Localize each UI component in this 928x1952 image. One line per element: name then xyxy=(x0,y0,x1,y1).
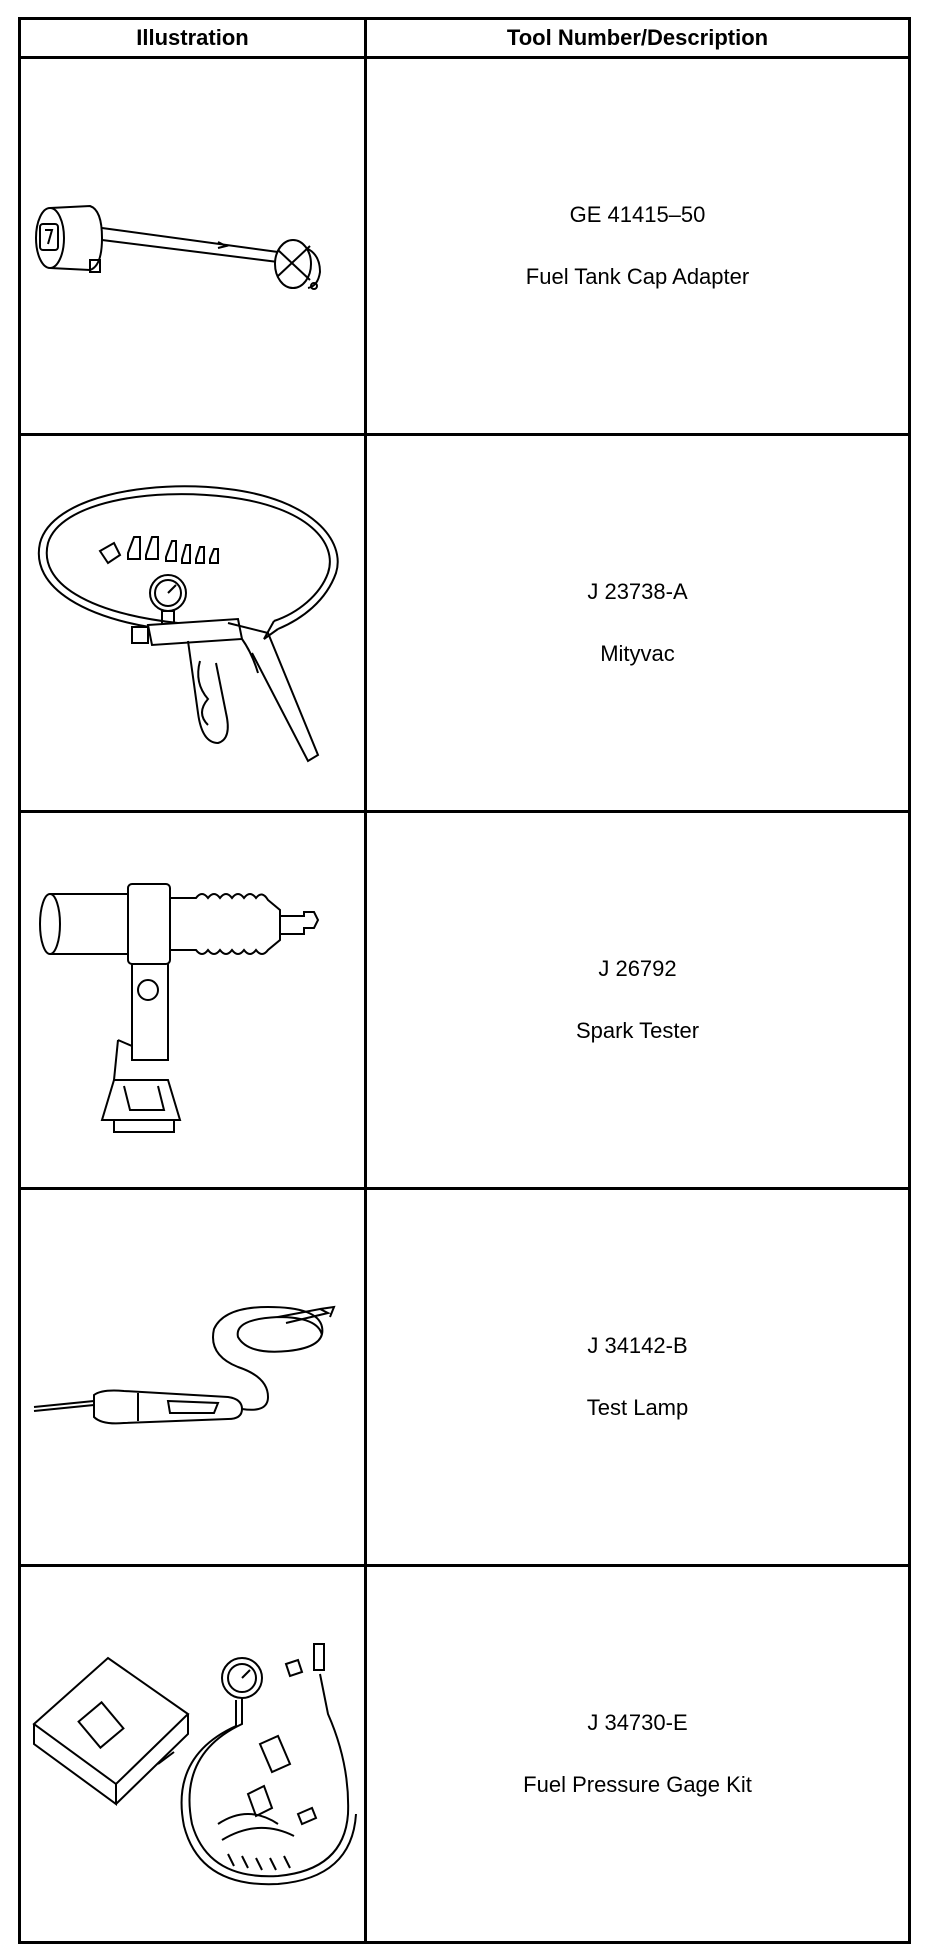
tool-name: Spark Tester xyxy=(575,1018,700,1043)
test-lamp-icon xyxy=(28,1277,358,1477)
spark-tester-icon xyxy=(28,850,358,1150)
illustration-cell xyxy=(18,56,367,436)
table-row: J 23738-A Mityvac xyxy=(18,433,911,813)
tool-number: GE 41415–50 xyxy=(569,202,706,227)
tool-number: J 34730-E xyxy=(587,1710,688,1735)
tool-name: Test Lamp xyxy=(586,1395,689,1420)
table-row: J 34730-E Fuel Pressure Gage Kit xyxy=(18,1564,911,1944)
table-row: J 34142-B Test Lamp xyxy=(18,1187,911,1567)
description-cell: J 34142-B Test Lamp xyxy=(364,1187,911,1567)
table-row: J 26792 Spark Tester xyxy=(18,810,911,1190)
illustration-cell xyxy=(18,1564,367,1944)
table-row: GE 41415–50 Fuel Tank Cap Adapter xyxy=(18,56,911,436)
tool-table: Illustration Tool Number/Description xyxy=(18,17,911,1944)
illustration-cell xyxy=(18,433,367,813)
header-description: Tool Number/Description xyxy=(364,17,911,59)
description-cell: J 26792 Spark Tester xyxy=(364,810,911,1190)
description-cell: J 34730-E Fuel Pressure Gage Kit xyxy=(364,1564,911,1944)
table-header-row: Illustration Tool Number/Description xyxy=(18,17,911,59)
tool-number: J 26792 xyxy=(598,956,677,981)
tool-name: Mityvac xyxy=(600,641,675,666)
fuel-tank-cap-adapter-icon xyxy=(28,176,358,316)
tool-name: Fuel Tank Cap Adapter xyxy=(525,264,750,289)
header-illustration: Illustration xyxy=(18,17,367,59)
tool-number: J 34142-B xyxy=(587,1333,688,1358)
description-cell: J 23738-A Mityvac xyxy=(364,433,911,813)
tool-name: Fuel Pressure Gage Kit xyxy=(523,1772,752,1797)
illustration-cell xyxy=(18,810,367,1190)
description-cell: GE 41415–50 Fuel Tank Cap Adapter xyxy=(364,56,911,436)
mityvac-icon xyxy=(28,463,358,783)
fuel-pressure-gage-kit-icon xyxy=(28,1604,358,1904)
tool-number: J 23738-A xyxy=(587,579,688,604)
illustration-cell xyxy=(18,1187,367,1567)
